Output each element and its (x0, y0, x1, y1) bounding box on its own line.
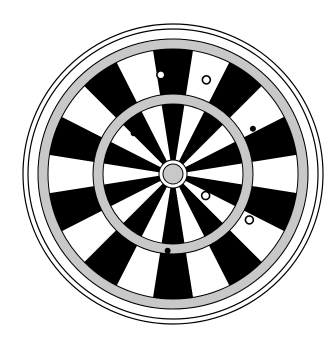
dart-hit-3 (250, 126, 256, 132)
dart-hit-7 (165, 248, 171, 254)
dart-hit-2 (157, 71, 165, 79)
dart-hit-6 (245, 216, 253, 224)
dart-hit-1 (202, 76, 210, 84)
bullseye[interactable] (163, 164, 183, 184)
dart-hit-5 (202, 192, 210, 200)
dart-hit-4 (131, 130, 137, 136)
